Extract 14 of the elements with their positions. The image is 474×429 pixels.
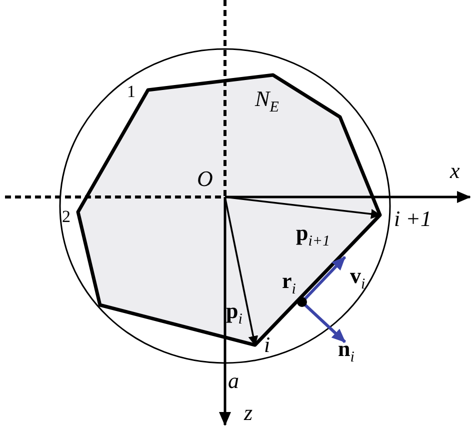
math-label: a bbox=[228, 370, 239, 392]
math-label: p$_{i}$ bbox=[226, 300, 242, 328]
math-label: i bbox=[264, 334, 270, 356]
math-label: N$_{E}$ bbox=[255, 88, 279, 116]
math-label: x bbox=[450, 160, 460, 182]
math-label: v$_{i}$ bbox=[350, 265, 366, 292]
math-label: O bbox=[197, 168, 213, 190]
math-label: r$_{i}$ bbox=[282, 270, 296, 298]
math-label: n$_{i}$ bbox=[338, 338, 354, 366]
math-label: i +1 bbox=[394, 208, 432, 230]
math-label: 1 bbox=[127, 83, 136, 100]
math-label: z bbox=[244, 402, 253, 424]
math-label: p$_{i+1}$ bbox=[296, 222, 330, 250]
math-label: 2 bbox=[62, 208, 70, 225]
